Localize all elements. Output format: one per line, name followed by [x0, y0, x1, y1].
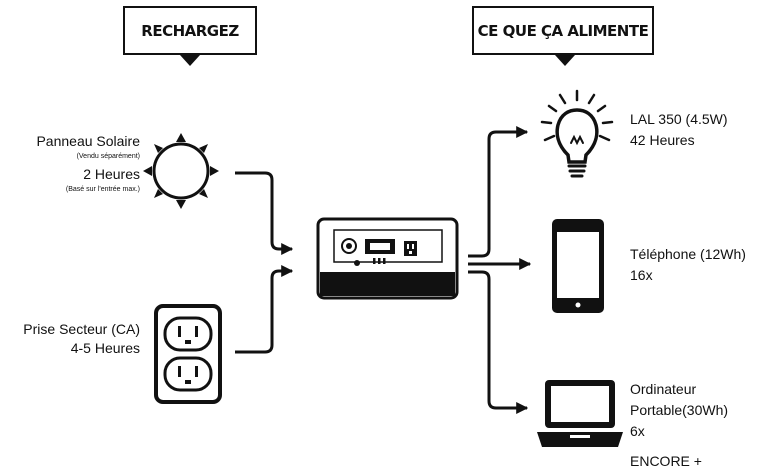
power-header: CE QUE ÇA ALIMENTE	[472, 6, 654, 55]
bulb-connector	[468, 126, 529, 258]
solar-sold-separately-note: (Vendu séparément)	[76, 153, 140, 160]
phone-device-label: Téléphone (12Wh)	[630, 246, 746, 262]
phone-charges: 16x	[630, 267, 653, 283]
bulb-device-label: LAL 350 (4.5W)	[630, 111, 728, 127]
laptop-icon	[537, 380, 623, 447]
light-bulb-icon	[540, 89, 614, 178]
solar-charge-time: 2 Heures	[83, 166, 140, 182]
laptop-device-label-2: Portable(30Wh)	[630, 402, 729, 418]
wall-outlet-charge-time: 4-5 Heures	[70, 340, 140, 356]
solar-max-input-note: (Basé sur l'entrée max.)	[65, 186, 140, 193]
recharge-header: RECHARGEZ	[123, 6, 257, 55]
power-station-icon	[316, 217, 459, 300]
smartphone-icon	[552, 219, 604, 313]
outlet-connector	[235, 265, 294, 354]
solar-panel-label: Panneau Solaire	[36, 133, 140, 149]
recharge-header-pointer	[180, 55, 200, 66]
bulb-runtime: 42 Heures	[630, 132, 695, 148]
laptop-charges: 6x	[630, 423, 645, 439]
wall-outlet-label: Prise Secteur (CA)	[23, 321, 140, 337]
more-devices-label: ENCORE +	[630, 453, 702, 469]
laptop-connector	[468, 270, 529, 414]
sun-icon	[143, 133, 219, 209]
solar-connector	[235, 171, 294, 255]
wall-outlet-icon	[154, 304, 222, 404]
laptop-device-label: Ordinateur	[630, 381, 697, 397]
power-header-pointer	[555, 55, 575, 66]
